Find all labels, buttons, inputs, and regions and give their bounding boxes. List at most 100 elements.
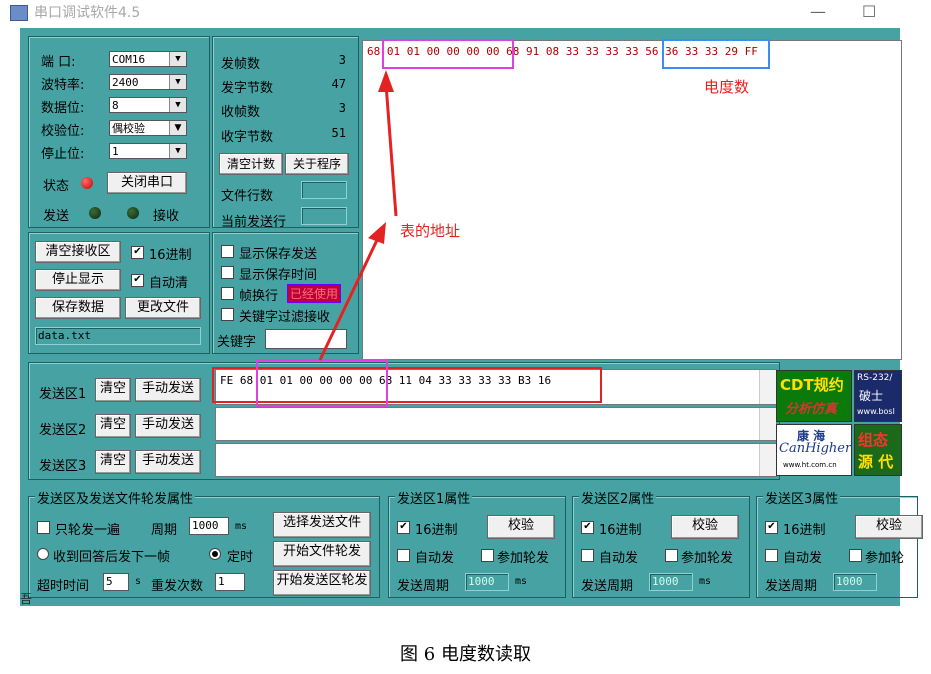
area2-checksum-button[interactable]: 校验: [671, 515, 739, 539]
rx-byte: 33: [704, 45, 719, 58]
parity-select[interactable]: 偶校验▼: [109, 120, 187, 136]
rx-byte: 29: [724, 45, 738, 58]
area1-period-input[interactable]: 1000: [465, 573, 509, 591]
timed-radio[interactable]: [209, 548, 221, 560]
hex-display-checkbox[interactable]: ✔: [131, 246, 144, 259]
send-area-1-props-title: 发送区1属性: [395, 488, 473, 507]
rs232-ad[interactable]: RS-232/ 破士 www.bosl: [854, 370, 902, 422]
reply-next-radio[interactable]: [37, 548, 49, 560]
stopbits-select[interactable]: 1▼: [109, 143, 187, 159]
timeout-unit: s: [135, 576, 142, 587]
area1-join-checkbox[interactable]: [481, 549, 494, 562]
timeout-input[interactable]: 5: [103, 573, 129, 591]
rx-byte: 08: [545, 45, 560, 58]
manual-send-2-button[interactable]: 手动发送: [135, 414, 201, 438]
manual-send-3-button[interactable]: 手动发送: [135, 450, 201, 474]
save-data-button[interactable]: 保存数据: [35, 297, 121, 319]
rx-byte: 01: [386, 45, 401, 58]
start-file-poll-button[interactable]: 开始文件轮发: [273, 541, 371, 567]
area3-hex-checkbox[interactable]: ✔: [765, 521, 778, 534]
rx-byte: 68: [367, 45, 381, 58]
change-file-button[interactable]: 更改文件: [125, 297, 201, 319]
send-area-3-label: 发送区3: [39, 459, 87, 474]
clear-send-3-button[interactable]: 清空: [95, 450, 131, 474]
rx-byte: 33: [585, 45, 599, 58]
rx-frames-value: 3: [338, 101, 346, 115]
port-settings-panel: 端 口: COM16▼ 波特率: 2400▼ 数据位: 8▼ 校验位: 偶校验▼…: [28, 36, 210, 228]
retry-input[interactable]: 1: [215, 573, 245, 591]
area2-hex-checkbox[interactable]: ✔: [581, 521, 594, 534]
area1-checksum-button[interactable]: 校验: [487, 515, 555, 539]
stop-display-button[interactable]: 停止显示: [35, 269, 121, 291]
send-area-2-input[interactable]: [215, 407, 777, 441]
rx-bytes-value: 51: [331, 126, 346, 140]
rx-byte: 00: [446, 45, 460, 58]
once-checkbox[interactable]: [37, 521, 50, 534]
area2-join-checkbox[interactable]: [665, 549, 678, 562]
send-area-3-input[interactable]: [215, 443, 777, 477]
send-frame-highlight-box: [212, 367, 602, 403]
file-lines-label: 文件行数: [221, 189, 274, 204]
cdt-ad[interactable]: CDT规约 分析仿真: [776, 370, 852, 422]
arrow-diag-icon: [318, 237, 380, 361]
about-button[interactable]: 关于程序: [285, 153, 349, 175]
manual-send-1-button[interactable]: 手动发送: [135, 378, 201, 402]
minimize-icon[interactable]: —: [810, 2, 826, 21]
clear-rx-button[interactable]: 清空接收区: [35, 241, 121, 263]
receive-area[interactable]: 68 01 01 00 00 00 00 68 91 08 33 33 33 3…: [362, 40, 902, 360]
select-file-button[interactable]: 选择发送文件: [273, 512, 371, 538]
tx-bytes-label: 发字节数: [221, 81, 274, 96]
area2-period-unit: ms: [699, 576, 712, 587]
cdt-ad-title: CDT规约: [780, 376, 844, 394]
status-led-icon: [81, 177, 93, 189]
frame-newline-checkbox[interactable]: [221, 287, 234, 300]
current-line-field: [301, 207, 347, 225]
area1-hex-checkbox[interactable]: ✔: [397, 521, 410, 534]
area2-auto-checkbox[interactable]: [581, 549, 594, 562]
retry-label: 重发次数: [151, 579, 204, 594]
parity-label: 校验位:: [41, 124, 85, 139]
energy-highlight-box: [662, 39, 770, 69]
keyword-filter-checkbox[interactable]: [221, 308, 234, 321]
tx-frames-label: 发帧数: [221, 57, 261, 72]
databits-select[interactable]: 8▼: [109, 97, 187, 113]
frame-newline-label: 帧换行: [239, 289, 279, 304]
scrollbar[interactable]: [759, 370, 776, 404]
auto-clear-checkbox[interactable]: ✔: [131, 274, 144, 287]
maximize-icon[interactable]: ☐: [862, 2, 877, 21]
in-use-badge: 已经使用: [287, 284, 342, 303]
show-save-time-checkbox[interactable]: [221, 266, 234, 279]
stopbits-label: 停止位:: [41, 147, 85, 162]
show-save-time-label: 显示保存时间: [239, 268, 318, 283]
clear-send-2-button[interactable]: 清空: [95, 414, 131, 438]
area3-join-checkbox[interactable]: [849, 549, 862, 562]
area3-period-input[interactable]: 1000: [833, 573, 877, 591]
show-save-send-checkbox[interactable]: [221, 245, 234, 258]
area2-period-input[interactable]: 1000: [649, 573, 693, 591]
scrollbar[interactable]: [759, 408, 776, 440]
area3-auto-checkbox[interactable]: [765, 549, 778, 562]
send-area-3-props: 发送区3属性 ✔ 16进制 校验 自动发 参加轮 发送周期 1000: [756, 488, 923, 598]
area3-auto-label: 自动发: [783, 551, 823, 566]
area1-auto-checkbox[interactable]: [397, 549, 410, 562]
close-port-button[interactable]: 关闭串口: [107, 172, 187, 194]
config-ad[interactable]: 组态 源 代: [854, 424, 902, 476]
area3-checksum-button[interactable]: 校验: [855, 515, 923, 539]
scrollbar[interactable]: [759, 444, 776, 476]
port-select[interactable]: COM16▼: [109, 51, 187, 67]
clear-count-button[interactable]: 清空计数: [219, 153, 283, 175]
clear-send-1-button[interactable]: 清空: [95, 378, 131, 402]
baud-select[interactable]: 2400▼: [109, 74, 187, 90]
area3-hex-label: 16进制: [783, 523, 826, 538]
area1-auto-label: 自动发: [415, 551, 455, 566]
chevron-down-icon: ▼: [169, 52, 186, 66]
send-area-1-input[interactable]: FE 68 01 01 00 00 00 00 68 11 04 33 33 3…: [215, 369, 777, 405]
kanghai-ad[interactable]: 康 海 CanHigher www.ht.com.cn: [776, 424, 852, 476]
rx-byte: 00: [466, 45, 480, 58]
config-ad-line1: 组态: [858, 431, 889, 449]
start-area-poll-button[interactable]: 开始发送区轮发: [273, 570, 371, 596]
window-title: 串口调试软件4.5: [34, 5, 141, 21]
period-input[interactable]: 1000: [189, 517, 229, 535]
period-label: 周期: [151, 523, 178, 538]
